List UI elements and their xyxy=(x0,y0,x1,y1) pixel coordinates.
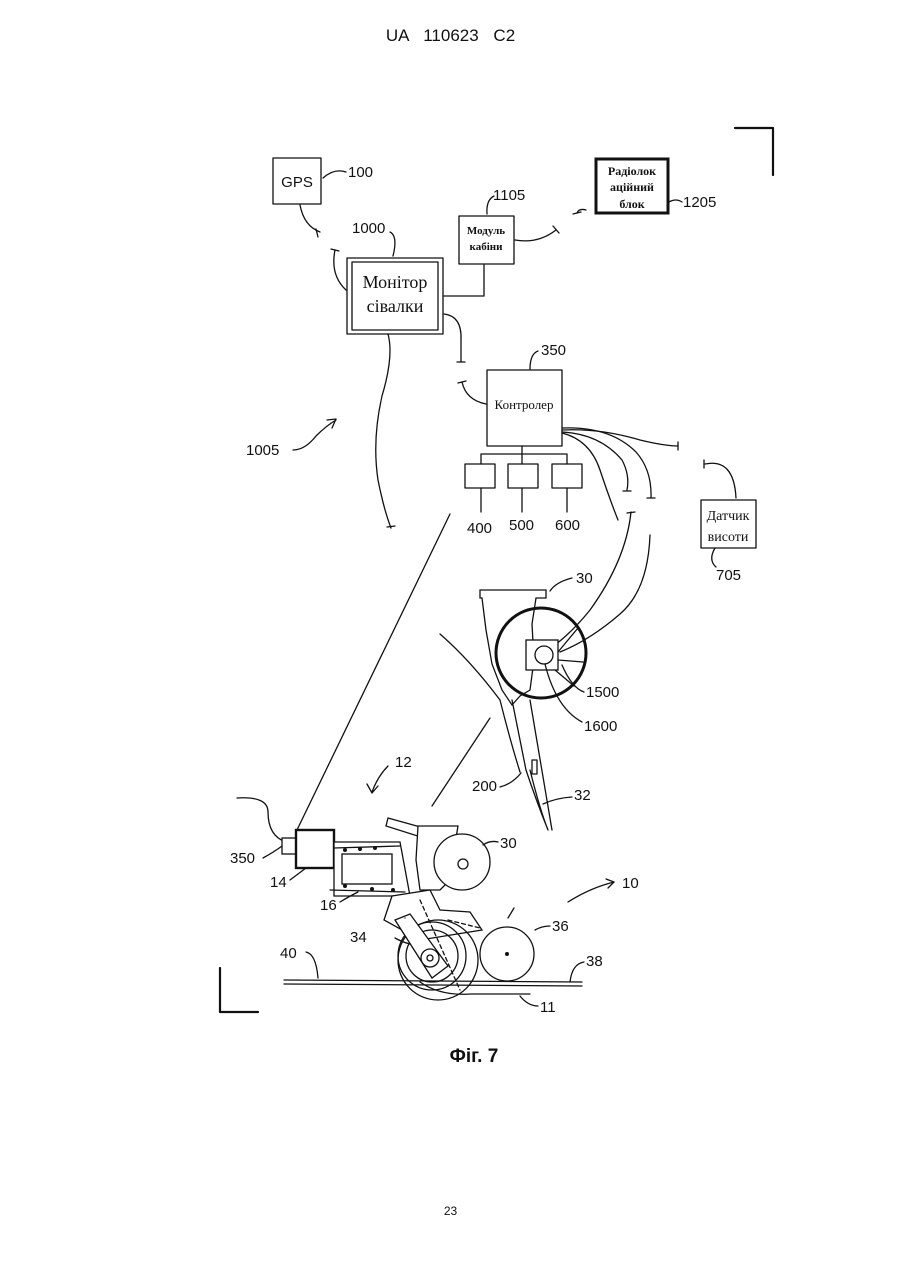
leader-11 xyxy=(520,996,538,1006)
radar-unit-box: Радіолок аційний блок xyxy=(596,159,668,213)
figure-caption: Фіг. 7 xyxy=(450,1046,499,1067)
monitor-label-line-2: сівалки xyxy=(367,296,424,316)
controller-input-cable xyxy=(462,382,486,404)
module-500 xyxy=(508,464,538,488)
meter-cable-2 xyxy=(560,535,650,652)
height-sensor-box: Датчик висоти xyxy=(701,500,756,548)
leader-350-top xyxy=(530,351,538,369)
ref-1105: 1105 xyxy=(493,187,525,204)
lower-controller-350 xyxy=(296,830,334,868)
ref-400: 400 xyxy=(467,520,492,537)
row-unit-detail xyxy=(440,590,586,830)
ref-1000: 1000 xyxy=(352,220,385,237)
ref-38: 38 xyxy=(586,953,603,970)
ref-500: 500 xyxy=(509,517,534,534)
leader-100 xyxy=(323,171,346,178)
bottom-cable xyxy=(237,798,286,842)
projection-line-left xyxy=(296,514,450,832)
ref-32: 32 xyxy=(574,787,591,804)
arrow-1005 xyxy=(293,420,336,450)
height-sensor-label-line-1: Датчик xyxy=(707,509,750,524)
ref-200: 200 xyxy=(472,778,497,795)
cab-to-radar-cable xyxy=(515,230,556,241)
height-sensor-label-line-2: висоти xyxy=(708,530,749,545)
ref-350-bottom: 350 xyxy=(230,850,255,867)
ref-1205: 1205 xyxy=(683,194,716,211)
height-sensor-cable xyxy=(705,463,736,498)
cab-module-label-line-2: кабіни xyxy=(470,241,504,253)
leader-14 xyxy=(290,868,306,880)
corner-mark-top-right xyxy=(735,128,773,175)
ref-1005: 1005 xyxy=(246,442,279,459)
leader-30-top xyxy=(550,578,572,591)
leader-1000 xyxy=(390,232,395,256)
leader-705 xyxy=(712,548,716,567)
arrow-10 xyxy=(568,882,614,902)
leader-200 xyxy=(500,773,521,787)
leader-30-bottom xyxy=(483,841,498,845)
module-400 xyxy=(465,464,495,488)
ref-30-top: 30 xyxy=(576,570,593,587)
leader-38 xyxy=(570,962,584,982)
controller-label: Контролер xyxy=(495,397,554,412)
planter-assembly xyxy=(237,798,534,1000)
ref-10: 10 xyxy=(622,875,639,892)
ref-40: 40 xyxy=(280,945,297,962)
radar-label-line-1: Радіолок xyxy=(608,164,656,178)
leader-36 xyxy=(535,926,550,930)
ref-30-bottom: 30 xyxy=(500,835,517,852)
ref-1600: 1600 xyxy=(584,718,617,735)
monitor-to-cab-link xyxy=(444,265,484,296)
gps-box: GPS xyxy=(273,158,321,204)
cab-module-box: Модуль кабіни xyxy=(459,216,514,264)
ref-350-top: 350 xyxy=(541,342,566,359)
leader-1205 xyxy=(669,200,682,202)
page-number: 23 xyxy=(0,1204,901,1218)
leader-350-bottom xyxy=(263,846,282,858)
seeder-monitor-box: Монітор сівалки xyxy=(347,258,443,334)
monitor-long-cable xyxy=(376,334,391,528)
ref-36: 36 xyxy=(552,918,569,935)
ref-34: 34 xyxy=(350,929,367,946)
motor-shaft xyxy=(535,646,553,664)
radar-label-line-2: аційний xyxy=(610,180,654,194)
corner-mark-bottom-left xyxy=(220,968,258,1012)
controller-box: Контролер xyxy=(487,370,562,446)
ref-600: 600 xyxy=(555,517,580,534)
radar-label-line-3: блок xyxy=(619,197,644,211)
module-600 xyxy=(552,464,582,488)
ref-100: 100 xyxy=(348,164,373,181)
ref-14: 14 xyxy=(270,874,287,891)
controller-fanout-cables xyxy=(562,428,678,520)
ref-11: 11 xyxy=(540,999,556,1016)
leader-40 xyxy=(306,952,318,978)
arrow-12 xyxy=(372,766,388,792)
ref-705: 705 xyxy=(716,567,741,584)
ref-1500: 1500 xyxy=(586,684,619,701)
monitor-to-controller-cable xyxy=(444,314,461,362)
ref-16: 16 xyxy=(320,897,337,914)
ref-12: 12 xyxy=(395,754,412,771)
gps-cable xyxy=(300,205,320,232)
gps-label: GPS xyxy=(281,174,313,191)
submodule-tree xyxy=(465,446,582,512)
cab-module-label-line-1: Модуль xyxy=(467,225,505,237)
monitor-label-line-1: Монітор xyxy=(363,272,428,292)
monitor-left-cable xyxy=(334,250,346,290)
